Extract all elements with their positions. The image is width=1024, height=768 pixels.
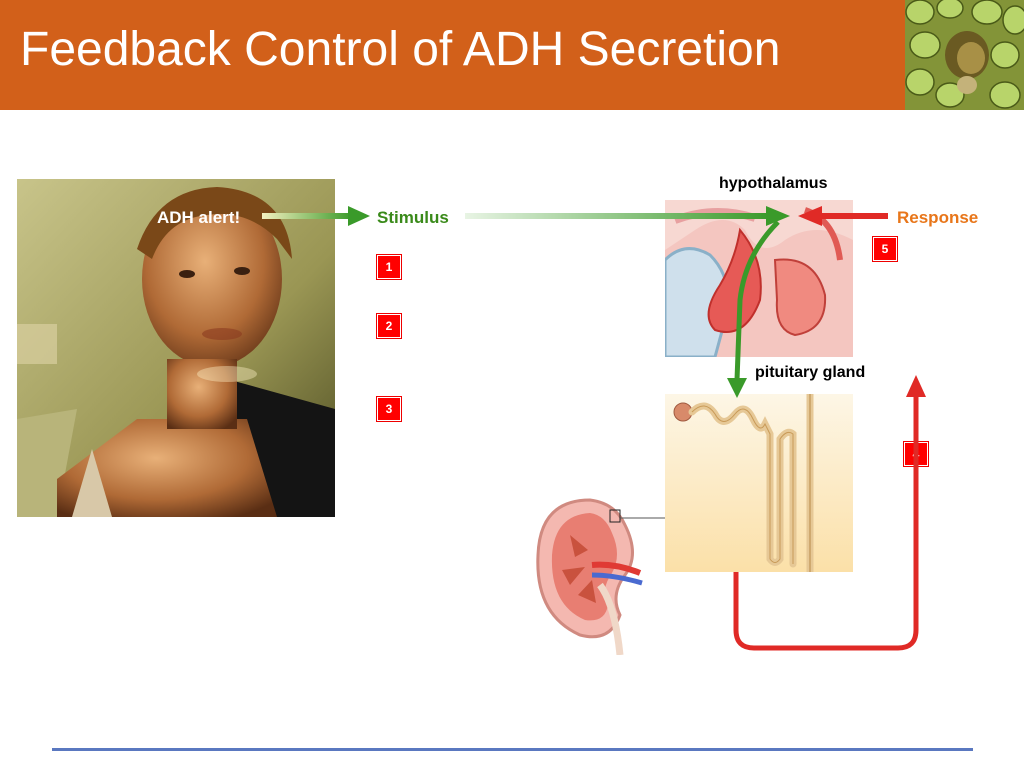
feedback-loop-arrowhead (906, 375, 926, 397)
sweating-man-photo (17, 179, 335, 517)
adh-alert-label: ADH alert! (157, 208, 241, 227)
step-badge-5: 5 (873, 237, 897, 261)
response-label: Response (897, 208, 979, 227)
hypothalamus-label: hypothalamus (719, 175, 828, 192)
footer-divider (52, 748, 973, 751)
step-badge-2: 2 (377, 314, 401, 338)
pituitary-gland-label: pituitary gland (755, 364, 866, 381)
header-cactus-image (905, 0, 1024, 110)
step-badge-1: 1 (377, 255, 401, 279)
slide-title: Feedback Control of ADH Secretion (20, 23, 781, 76)
stimulus-label: Stimulus (377, 208, 449, 227)
step-badge-4: 4 (904, 442, 928, 466)
adh-to-stimulus-arrowhead (348, 206, 370, 226)
hypothalamus-illustration (665, 200, 853, 357)
title-bar: Feedback Control of ADH Secretion (0, 0, 905, 110)
kidney-illustration (530, 495, 670, 656)
nephron-illustration (665, 394, 853, 572)
step-badge-3: 3 (377, 397, 401, 421)
